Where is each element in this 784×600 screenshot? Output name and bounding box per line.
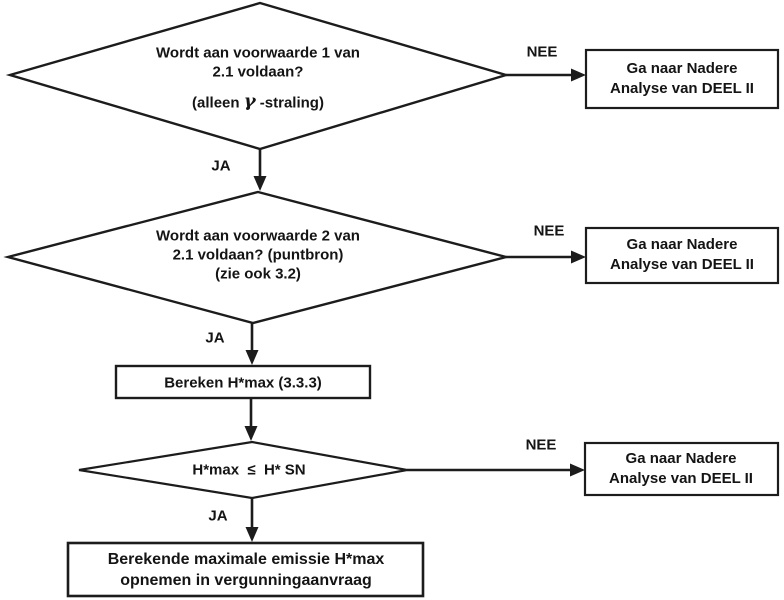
escape2-box	[584, 226, 780, 285]
arrow-decision1-no	[506, 68, 586, 82]
edge-label-no3: NEE	[525, 436, 557, 454]
decision2-line3: (zie ook 3.2)	[215, 265, 301, 283]
decision3-text: H*max ≤ H* SN	[192, 461, 306, 479]
arrow-decision1-yes	[253, 149, 267, 191]
decision1-line3: (alleen γ -straling)	[192, 90, 324, 112]
process-bereken-box	[114, 364, 372, 400]
edge-label-yes1: JA	[211, 157, 231, 175]
escape3-text: Ga naar Nadere Analyse van DEEL II	[609, 450, 753, 487]
decision2-line2: 2.1 voldaan? (puntbron)	[172, 246, 344, 264]
edge-label-no2: NEE	[533, 222, 565, 240]
decision2-line1: Wordt aan voorwaarde 2 van	[156, 227, 360, 245]
gamma-symbol: γ	[243, 90, 256, 112]
edge-label-yes2: JA	[205, 329, 225, 347]
arrow-decision2-yes	[245, 323, 259, 365]
decision1-text: Wordt aan voorwaarde 1 van 2.1 voldaan? …	[156, 44, 360, 113]
decision2-text: Wordt aan voorwaarde 2 van 2.1 voldaan? …	[156, 227, 360, 284]
decision1-line1: Wordt aan voorwaarde 1 van	[156, 44, 360, 62]
escape1-text: Ga naar Nadere Analyse van DEEL II	[610, 60, 754, 97]
decision1-line2: 2.1 voldaan?	[212, 63, 304, 81]
arrow-decision2-no	[506, 250, 586, 264]
escape3-box	[583, 441, 780, 497]
edge-label-yes3: JA	[208, 507, 228, 525]
process-bereken-text: Bereken H*max (3.3.3)	[164, 374, 322, 392]
arrow-process-to-decision3	[244, 398, 258, 441]
escape1-box	[584, 48, 780, 110]
edge-label-no1: NEE	[526, 43, 558, 61]
arrow-decision3-yes	[245, 498, 259, 542]
result-text: Berekende maximale emissie H*max opnemen…	[107, 551, 385, 589]
result-box	[66, 541, 425, 598]
escape2-text: Ga naar Nadere Analyse van DEEL II	[610, 236, 754, 273]
arrow-decision3-no	[407, 463, 585, 477]
